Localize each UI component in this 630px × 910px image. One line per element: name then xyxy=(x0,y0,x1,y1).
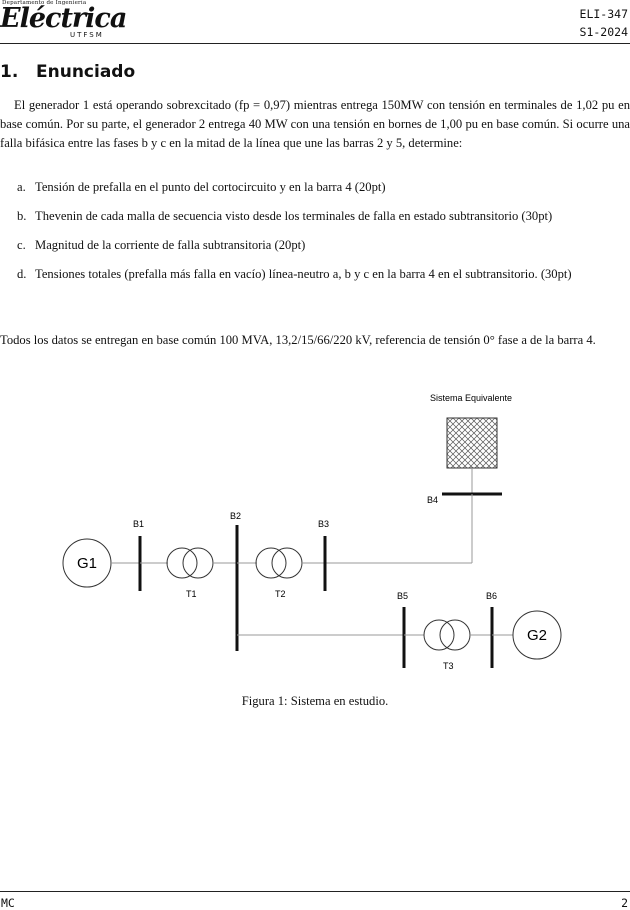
question-text: Thevenin de cada malla de secuencia vist… xyxy=(35,209,553,223)
problem-statement-text: El generador 1 está operando sobrexcitad… xyxy=(0,98,630,150)
footer-rule xyxy=(0,891,630,892)
bus-b4-label: B4 xyxy=(427,495,438,505)
page-number: 2 xyxy=(621,896,628,910)
bus-b6-label: B6 xyxy=(486,591,497,601)
logo-name-text: Eléctrica xyxy=(0,3,127,34)
transformer-t3-winding xyxy=(423,619,455,651)
question-item: b. Thevenin de cada malla de secuencia v… xyxy=(0,207,630,226)
single-line-diagram: Sistema Equivalente B4 G1 B1 T1 B2 T2 B3 xyxy=(0,385,630,685)
question-item: c. Magnitud de la corriente de falla sub… xyxy=(0,236,630,255)
bus-b2-label: B2 xyxy=(230,511,241,521)
base-data-paragraph: Todos los datos se entregan en base comú… xyxy=(0,333,596,347)
generator-g1-label: G1 xyxy=(77,555,97,572)
system-equivalent-label: Sistema Equivalente xyxy=(430,393,512,403)
question-text: Magnitud de la corriente de falla subtra… xyxy=(35,238,306,252)
transformer-t1-label: T1 xyxy=(186,589,197,599)
footer-initials: MC xyxy=(1,896,15,910)
semester: S1-2024 xyxy=(579,25,628,39)
problem-statement: El generador 1 está operando sobrexcitad… xyxy=(0,96,630,153)
generator-g2 xyxy=(512,610,562,660)
logo-department-text: Departamento de Ingeniería xyxy=(2,0,87,6)
department-logo: Departamento de Ingeniería Eléctrica UTF… xyxy=(0,0,127,42)
question-text: Tensión de prefalla en el punto del cort… xyxy=(35,180,386,194)
transformer-t1-winding xyxy=(166,547,198,579)
section-heading: 1. Enunciado xyxy=(0,62,135,82)
section-number: 1. xyxy=(0,62,19,82)
course-info: ELI-347 S1-2024 xyxy=(580,5,628,41)
bus-b1-label: B1 xyxy=(133,519,144,529)
question-label: a. xyxy=(17,180,26,194)
generator-g2-label: G2 xyxy=(527,627,547,644)
system-equivalent-block xyxy=(446,417,498,469)
question-label: c. xyxy=(17,238,26,252)
section-title: Enunciado xyxy=(36,62,136,82)
transformer-t1-winding xyxy=(182,547,214,579)
page-header: Departamento de Ingeniería Eléctrica UTF… xyxy=(0,0,630,44)
transformer-t2-winding xyxy=(271,547,303,579)
single-line-diagram-svg: Sistema Equivalente B4 G1 B1 T1 B2 T2 B3 xyxy=(62,393,562,671)
transformer-t3-label: T3 xyxy=(443,661,454,671)
question-item: d. Tensiones totales (prefalla más falla… xyxy=(0,265,630,284)
transformer-t2-label: T2 xyxy=(275,589,286,599)
header-rule xyxy=(0,43,630,44)
question-item: a. Tensión de prefalla en el punto del c… xyxy=(0,178,630,197)
bus-b3-label: B3 xyxy=(318,519,329,529)
question-label: b. xyxy=(17,209,27,223)
transformer-t2-winding xyxy=(255,547,287,579)
question-text: Tensiones totales (prefalla más falla en… xyxy=(35,267,572,281)
course-code: ELI-347 xyxy=(579,7,628,21)
question-list: a. Tensión de prefalla en el punto del c… xyxy=(0,178,630,294)
question-label: d. xyxy=(17,267,27,281)
figure-caption: Figura 1: Sistema en estudio. xyxy=(241,694,389,708)
logo-university-text: UTFSM xyxy=(70,31,104,39)
bus-b5-label: B5 xyxy=(397,591,408,601)
transformer-t3-winding xyxy=(439,619,471,651)
